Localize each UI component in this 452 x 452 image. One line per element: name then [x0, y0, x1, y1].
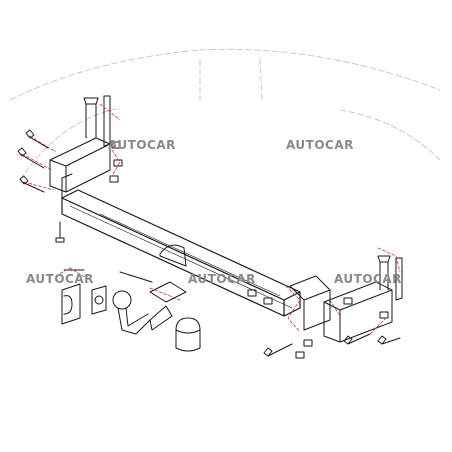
autocar-watermark: AUTOCAR	[108, 138, 176, 152]
wiring-socket	[61, 269, 153, 325]
right-bolts	[247, 289, 401, 359]
left-mounting-bracket	[49, 95, 111, 199]
main-crossbar	[61, 189, 301, 317]
autocar-watermark: AUTOCAR	[334, 272, 402, 286]
right-mounting-bracket	[289, 255, 403, 343]
autocar-watermark: AUTOCAR	[286, 138, 354, 152]
autocar-watermark: AUTOCAR	[26, 272, 94, 286]
ball-cap	[175, 317, 201, 352]
vehicle-outline	[9, 48, 441, 181]
left-bolts	[17, 129, 123, 243]
tow-ball	[112, 281, 187, 335]
center-reinforcement	[159, 244, 187, 267]
autocar-watermark: AUTOCAR	[188, 272, 256, 286]
dashed-leader-lines	[21, 103, 401, 335]
